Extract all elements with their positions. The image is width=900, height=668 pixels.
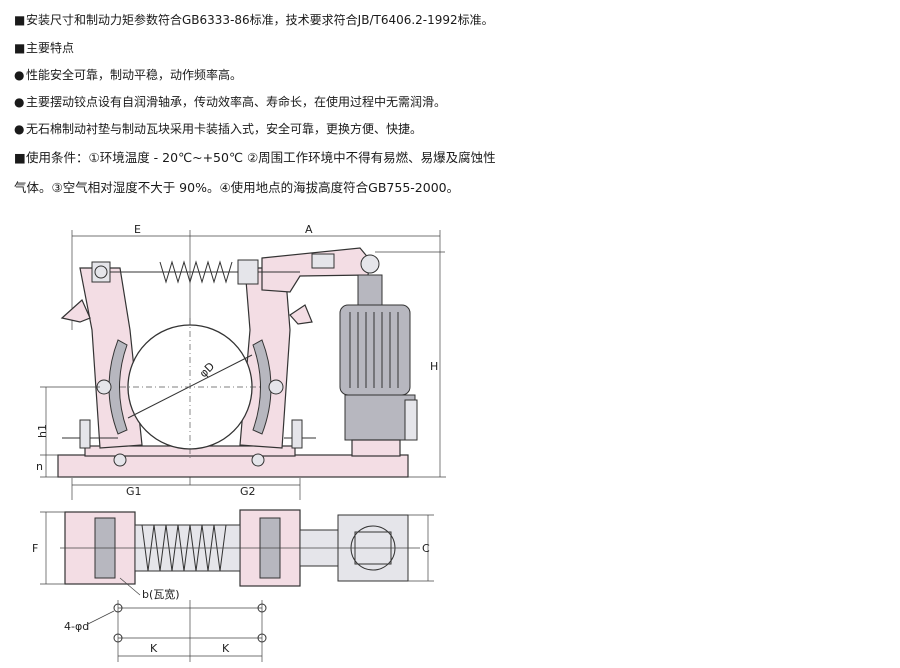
top-spring (141, 524, 227, 572)
conditions-text: 气体。③空气相对湿度不大于 90%。④使用地点的海拔高度符合GB755-2000… (14, 180, 460, 195)
brake-technical-drawing: E A φD (32, 223, 446, 662)
dim-label-g2: G2 (240, 485, 256, 498)
dim-label-c: C (422, 542, 430, 555)
lever-block (311, 253, 335, 269)
dot-bullet-icon: ● (14, 68, 25, 82)
dot-bullet-icon: ● (14, 95, 25, 109)
right-arm-hook (289, 304, 313, 325)
b-leader (119, 577, 141, 596)
square-bullet-icon: ■ (14, 13, 26, 27)
bolt-hole (257, 633, 267, 643)
conditions-line-1: ■使用条件：①环境温度 - 20℃~+50℃ ②周围工作环境中不得有易燃、易爆及… (14, 150, 884, 166)
bolt-hole (113, 633, 123, 643)
square-bullet-icon: ■ (14, 41, 26, 55)
right-adjust-nut (291, 419, 303, 449)
spring-seat (237, 259, 259, 285)
spec-text: 无石棉制动衬垫与制动瓦块采用卡装插入式，安全可靠，更换方便、快捷。 (26, 122, 423, 136)
left-brake-arm (79, 267, 143, 449)
spec-text: 主要特点 (26, 41, 75, 55)
dim-label-k1: K (150, 642, 158, 655)
features-heading: ■主要特点 (14, 40, 884, 56)
bolt-hole (257, 603, 267, 613)
square-bullet-icon: ■ (14, 150, 26, 165)
conditions-text: 使用条件：①环境温度 - 20℃~+50℃ ②周围工作环境中不得有易燃、易爆及腐… (26, 150, 496, 165)
dim-label-a: A (305, 223, 313, 236)
bolt-hole (113, 603, 123, 613)
motor-fins (349, 312, 399, 388)
feature-item: ●性能安全可靠，制动平稳，动作频率高。 (14, 67, 884, 83)
thruster-neck (357, 274, 383, 308)
dimension-h: H (375, 251, 446, 478)
feature-item: ●无石棉制动衬垫与制动瓦块采用卡装插入式，安全可靠，更换方便、快捷。 (14, 121, 884, 137)
bolt-hole-pattern: 4-φd K K (64, 600, 267, 662)
dim-label-h1: h1 (36, 424, 49, 438)
right-base-pivot (251, 453, 265, 467)
left-brake-shoe (108, 339, 128, 435)
main-spring (159, 260, 233, 284)
dim-label-e: E (134, 223, 141, 236)
right-brake-shoe (252, 339, 272, 435)
dimension-g: G1 G2 (71, 478, 301, 500)
left-arm-hook (60, 299, 91, 323)
right-shoe-pivot (268, 379, 284, 395)
spec-text: 安装尺寸和制动力矩参数符合GB6333-86标准，技术要求符合JB/T6406.… (26, 13, 494, 27)
spec-standard-line: ■安装尺寸和制动力矩参数符合GB6333-86标准，技术要求符合JB/T6406… (14, 12, 884, 28)
rod-end-pin (94, 265, 108, 279)
spec-text: 性能安全可靠，制动平稳，动作频率高。 (26, 68, 243, 82)
dim-label-f: F (32, 542, 38, 555)
dimension-f-c: F C (32, 511, 434, 585)
dot-bullet-icon: ● (14, 122, 25, 136)
conditions-line-2: 气体。③空气相对湿度不大于 90%。④使用地点的海拔高度符合GB755-2000… (14, 180, 884, 196)
left-base-pivot (113, 453, 127, 467)
dim-label-holes: 4-φd (64, 620, 89, 633)
left-adjust-nut (79, 419, 91, 449)
top-view: b(瓦宽) (60, 509, 420, 601)
thruster-body (344, 394, 416, 441)
dim-label-h: H (430, 360, 438, 373)
dim-label-k2: K (222, 642, 230, 655)
dim-label-b: b(瓦宽) (142, 587, 180, 601)
lever-pin (360, 254, 380, 274)
thruster-foot (351, 439, 401, 457)
dim-label-n: n (36, 460, 43, 473)
feature-item: ●主要摆动铰点设有自润滑轴承，传动效率高、寿命长，在使用过程中无需润滑。 (14, 94, 884, 110)
dimension-h1: h1 n (36, 386, 100, 478)
dim-label-g1: G1 (126, 485, 142, 498)
junction-box (404, 399, 418, 441)
top-lever (261, 247, 371, 293)
spec-text: 主要摆动铰点设有自润滑轴承，传动效率高、寿命长，在使用过程中无需润滑。 (26, 95, 447, 109)
base-plate (57, 454, 409, 478)
